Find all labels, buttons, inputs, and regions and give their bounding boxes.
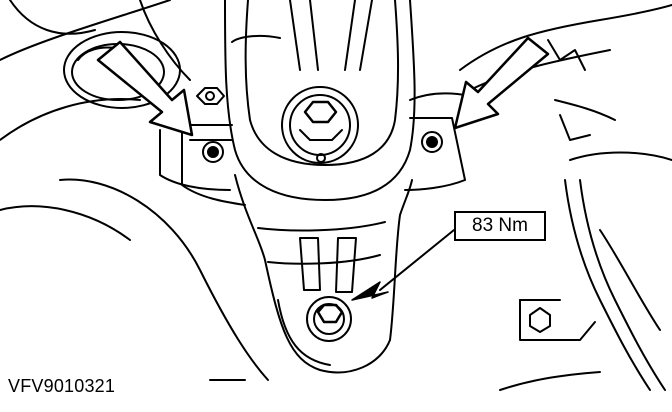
label-leader-line [379, 229, 455, 291]
right-pipe-assembly [459, 4, 672, 391]
lower-mount-body [234, 174, 413, 374]
engine-block-outline [0, 0, 269, 381]
left-mount-flange [181, 124, 246, 206]
center-nut [281, 86, 359, 164]
arrow-icon-right [453, 36, 550, 130]
torque-label: 83 Nm [454, 211, 546, 241]
arrow-icon-lower [351, 281, 389, 301]
mount-arm [224, 0, 416, 201]
arrow-icon-left [96, 40, 194, 137]
reference-code: VFV9010321 [8, 376, 116, 396]
upper-left-bolt [196, 87, 225, 105]
